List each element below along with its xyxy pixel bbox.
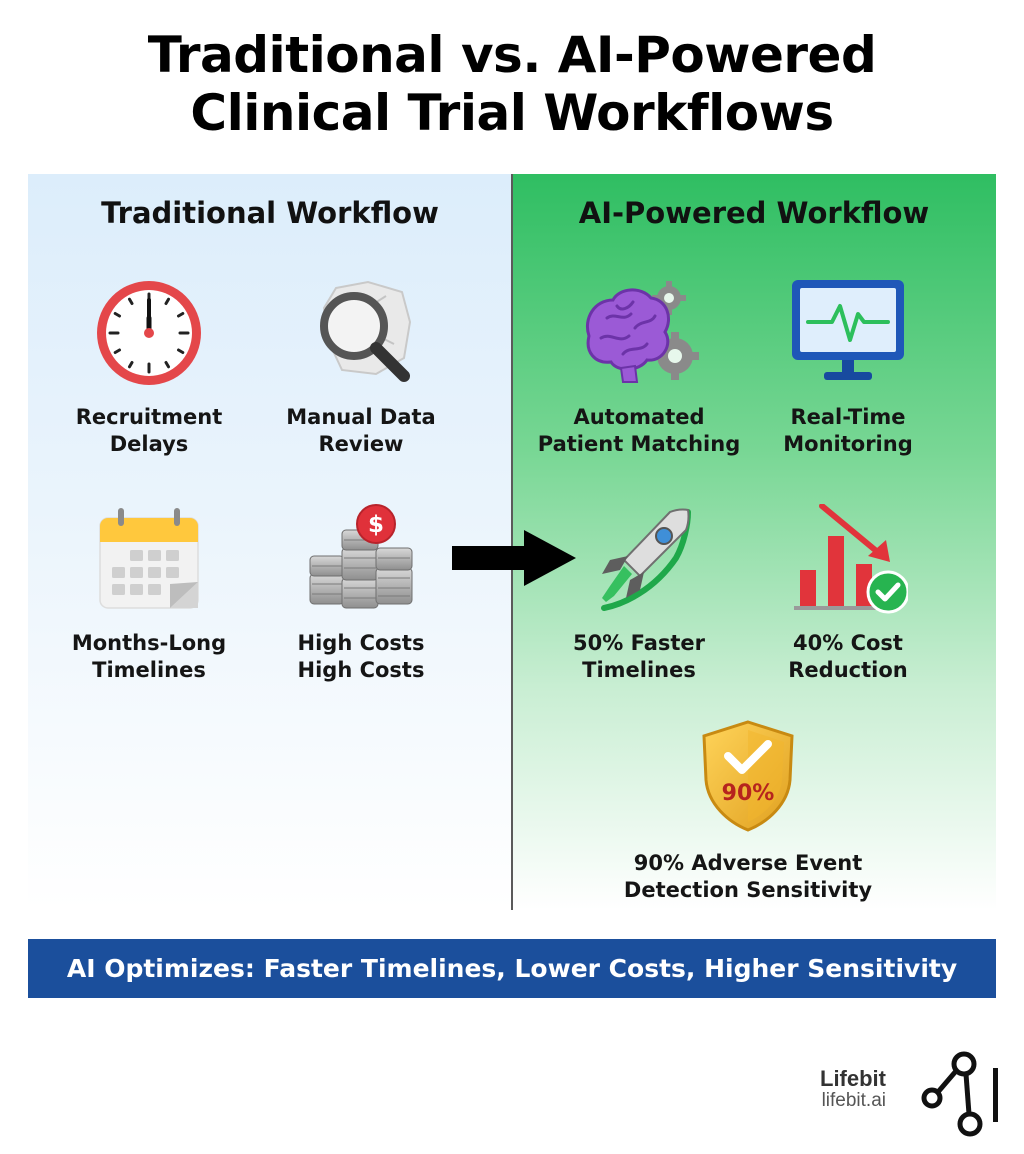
lifebit-logo-icon <box>921 1051 998 1137</box>
monitor-heartbeat-icon <box>792 280 904 380</box>
brand-name: Lifebit <box>820 1066 886 1091</box>
svg-text:$: $ <box>368 512 384 538</box>
item-label-line2: Reduction <box>788 658 908 682</box>
item-manual-data-review: Manual Data Review <box>251 278 471 458</box>
brain-gears-icon <box>586 281 699 383</box>
item-label-line1: 50% Faster <box>573 631 705 655</box>
coins-icon: $ <box>309 504 413 609</box>
item-label-line2: High Costs <box>297 658 425 682</box>
calendar-icon <box>99 508 199 609</box>
item-label-line1: High Costs <box>297 631 425 655</box>
brand: Lifebit lifebit.ai <box>820 1050 1010 1140</box>
item-cost-reduction: 40% Cost Reduction <box>738 504 958 684</box>
ai-heading: AI-Powered Workflow <box>578 196 930 230</box>
item-label-line2: Detection Sensitivity <box>623 878 873 902</box>
clock-icon <box>97 281 201 385</box>
ai-panel: AI-Powered Workflow Automated <box>512 174 996 910</box>
right-arrow-icon <box>452 530 576 586</box>
item-label-line1: Automated <box>573 405 705 429</box>
brand-url: lifebit.ai <box>821 1090 886 1111</box>
item-adverse-event-detection: 90% 90% Adverse Event Detection Sensitiv… <box>618 718 878 904</box>
item-high-costs: $ High Costs High Costs <box>251 504 471 684</box>
item-label-line1: 40% Cost <box>793 631 903 655</box>
item-label-line2: Review <box>318 432 404 456</box>
shield-check-icon: 90% <box>702 720 794 832</box>
item-faster-timelines: 50% Faster Timelines <box>529 504 749 684</box>
item-label-line1: Recruitment <box>75 405 223 429</box>
magnifier-paper-icon <box>320 280 412 382</box>
item-label-line1: Real-Time <box>790 405 906 429</box>
panel-divider <box>511 174 513 910</box>
item-label-line2: Timelines <box>582 658 696 682</box>
item-label-line1: 90% Adverse Event <box>633 851 863 875</box>
item-label-line2: Patient Matching <box>537 432 741 456</box>
rocket-icon <box>601 508 691 611</box>
cost-down-chart-icon <box>794 504 908 614</box>
page-title: Traditional vs. AI-Powered Clinical Tria… <box>0 26 1024 142</box>
item-real-time-monitoring: Real-Time Monitoring <box>738 278 958 458</box>
comparison-panels: Traditional Workflow <box>28 174 996 910</box>
item-label-line1: Months-Long <box>71 631 227 655</box>
shield-badge: 90% <box>722 781 775 806</box>
item-label-line2: Timelines <box>92 658 206 682</box>
title-line-1: Traditional vs. AI-Powered <box>147 26 877 84</box>
traditional-panel: Traditional Workflow <box>28 174 512 910</box>
summary-banner: AI Optimizes: Faster Timelines, Lower Co… <box>28 939 996 998</box>
item-label-line2: Delays <box>109 432 189 456</box>
traditional-heading: Traditional Workflow <box>101 196 439 230</box>
title-line-2: Clinical Trial Workflows <box>190 84 834 142</box>
item-label-line1: Manual Data <box>286 405 436 429</box>
item-recruitment-delays: Recruitment Delays <box>39 278 259 458</box>
item-automated-patient-matching: Automated Patient Matching <box>529 278 749 458</box>
item-label-line2: Monitoring <box>783 432 913 456</box>
item-months-long-timelines: Months-Long Timelines <box>39 504 259 684</box>
